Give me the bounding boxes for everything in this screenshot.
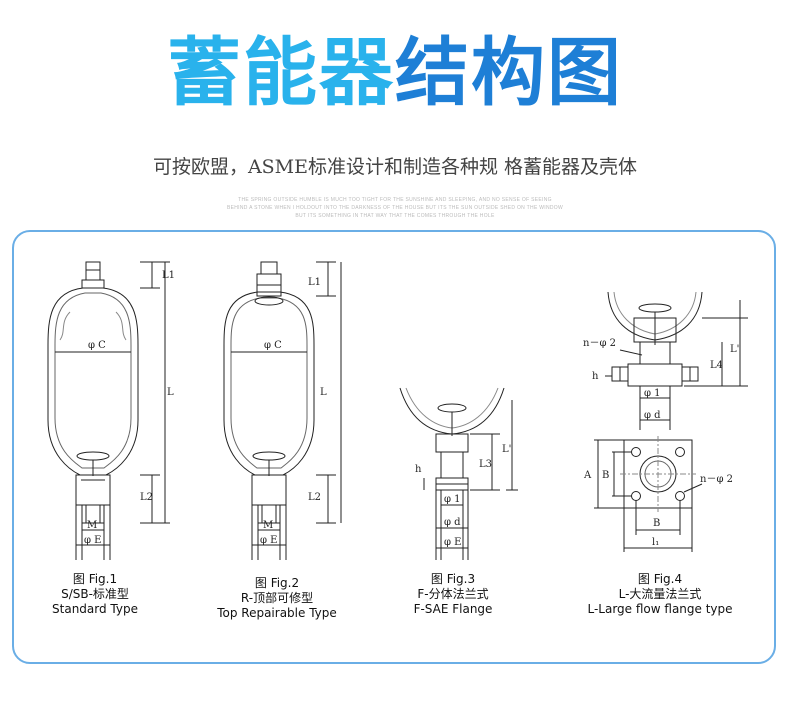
fig1-dim-l2: L2 [140, 492, 153, 503]
fig2-dim-l1: L1 [308, 277, 321, 288]
fig3-dim-d1: φ 1 [444, 494, 461, 505]
fig1-drawing [47, 261, 170, 560]
fig4-dim-l1: l₁ [652, 537, 659, 548]
fine-print-line-1: THE SPRING OUTSIDE HUMBLE IS MUCH TOO TI… [238, 197, 552, 203]
fig4-dim-d: φ d [644, 410, 661, 421]
fig3-cn-name: F-分体法兰式 [417, 587, 489, 601]
fig2-top-valve [260, 261, 278, 275]
fig4-dim-l4: L4 [710, 360, 723, 371]
fig1-caption: 图 Fig.1 S/SB-标准型 Standard Type [40, 572, 150, 617]
fig1-dim-l1: L1 [162, 270, 175, 281]
fig3-dim-h: h [415, 464, 422, 475]
fig2-caption: 图 Fig.2 R-顶部可修型 Top Repairable Type [212, 576, 342, 621]
fig2-en-name: Top Repairable Type [217, 606, 337, 620]
fig4-flange-block [627, 363, 683, 387]
title-part-2: 结构图 [395, 30, 623, 116]
title-part-1: 蓄能器 [167, 30, 395, 116]
fig1-dim-m: M [87, 520, 97, 531]
fig1-top-valve [85, 261, 101, 281]
fig4-dim-b2: B [653, 518, 660, 529]
fig3-flange-neck [440, 451, 464, 479]
fig3-dim-l3: L3 [479, 459, 492, 470]
page-title: 蓄能器结构图 [0, 28, 790, 118]
fig1-dim-l: L [167, 387, 174, 398]
fig3-dim-lp: L' [502, 444, 511, 455]
fig4-dim-n2: n－φ 2 [583, 338, 616, 349]
fig3-caption: 图 Fig.3 F-分体法兰式 F-SAE Flange [403, 572, 503, 617]
fig1-dim-c: φ C [88, 340, 106, 351]
fig4-drawing [594, 291, 748, 552]
fig2-dim-c: φ C [264, 340, 282, 351]
fig4-dim-h: h [592, 371, 599, 382]
fig1-dim-e: φ E [84, 535, 101, 546]
fig1-en-name: Standard Type [52, 602, 138, 616]
fine-print-line-2: BEHIND A STONE WHEN I HOLDOUT INTO THE D… [226, 205, 564, 211]
fig2-label: 图 Fig.2 [254, 576, 300, 590]
fig4-dim-b: B [602, 470, 609, 481]
fig4-dim-lp: L' [730, 344, 739, 355]
fig2-dim-l2: L2 [308, 492, 321, 503]
fig2-dim-l: L [320, 387, 327, 398]
fig2-dim-e: φ E [260, 535, 277, 546]
diagram-panel [12, 230, 776, 664]
fine-print-line-3: BUT ITS SOMETHING IN THAT WAY THAT THE C… [295, 213, 495, 219]
fig1-cn-name: S/SB-标准型 [61, 587, 129, 601]
fig2-bottom-port [251, 474, 287, 506]
fig3-dim-e: φ E [444, 537, 461, 548]
fine-print: THE SPRING OUTSIDE HUMBLE IS MUCH TOO TI… [190, 196, 600, 220]
fig4-caption: 图 Fig.4 L-大流量法兰式 L-Large flow flange typ… [585, 572, 735, 617]
fig4-cn-name: L-大流量法兰式 [618, 587, 702, 601]
fig2-cn-name: R-顶部可修型 [240, 591, 314, 605]
fig3-dim-d: φ d [444, 517, 461, 528]
fig4-dim-a: A [583, 470, 592, 481]
fig3-label: 图 Fig.3 [430, 572, 476, 586]
fig2-dim-m: M [263, 520, 273, 531]
fig4-label: 图 Fig.4 [637, 572, 683, 586]
fig1-label: 图 Fig.1 [72, 572, 118, 586]
subtitle: 可按欧盟，ASME标准设计和制造各种规 格蓄能器及壳体 [152, 156, 638, 178]
fig4-dim-n2-plate: n－φ 2 [700, 474, 733, 485]
fig4-dim-d1: φ 1 [644, 388, 661, 399]
fig3-drawing [399, 387, 518, 560]
fig2-drawing [223, 261, 342, 560]
fig4-en-name: L-Large flow flange type [587, 602, 733, 616]
fig3-en-name: F-SAE Flange [413, 602, 493, 616]
